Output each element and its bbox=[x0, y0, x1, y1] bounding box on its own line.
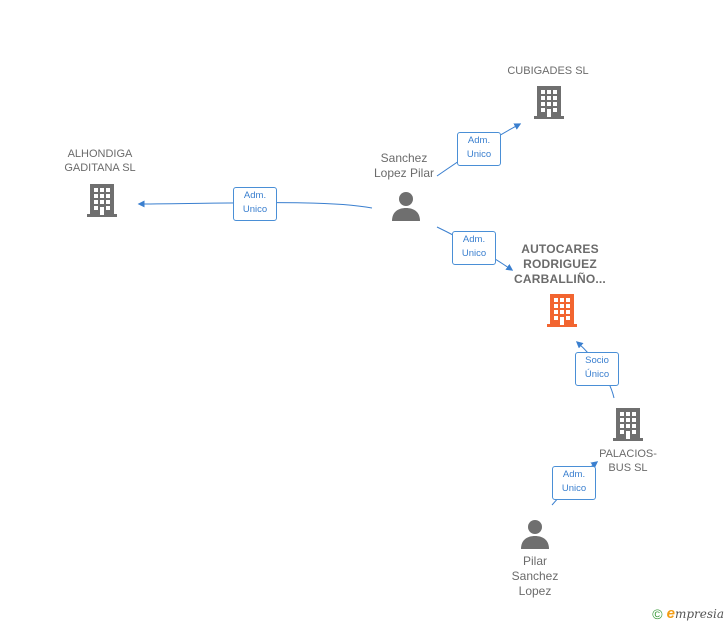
brand-name: mpresia bbox=[674, 607, 724, 621]
brand-logo: empresia bbox=[667, 605, 724, 622]
edge-label-sanchez-cubigades[interactable]: Adm. Unico bbox=[457, 132, 501, 166]
node-label-sanchez[interactable]: Sanchez Lopez Pilar bbox=[373, 151, 435, 180]
copyright-icon: © bbox=[652, 605, 663, 622]
node-label-pilar[interactable]: Pilar Sanchez Lopez bbox=[511, 554, 559, 598]
edge-line-sanchez-alhondiga bbox=[137, 200, 373, 209]
building-icon[interactable] bbox=[546, 292, 578, 328]
edge-label-text: Adm. Unico bbox=[466, 135, 492, 160]
edge-label-text: Socio Único bbox=[584, 355, 610, 380]
building-icon[interactable] bbox=[86, 182, 118, 218]
brand-initial: e bbox=[666, 605, 675, 622]
person-icon[interactable] bbox=[519, 518, 551, 550]
node-label-autocares[interactable]: AUTOCARES RODRIGUEZ CARBALLIÑO... bbox=[514, 242, 606, 286]
edge-label-text: Adm. Unico bbox=[242, 190, 268, 215]
edge-label-palacios-autocares[interactable]: Socio Único bbox=[575, 352, 619, 386]
footer-brand[interactable]: © empresia bbox=[652, 605, 724, 622]
edge-label-pilar-palacios[interactable]: Adm. Unico bbox=[552, 466, 596, 500]
edge-label-sanchez-autocares[interactable]: Adm. Unico bbox=[452, 231, 496, 265]
edge-label-sanchez-alhondiga[interactable]: Adm. Unico bbox=[233, 187, 277, 221]
person-icon[interactable] bbox=[390, 190, 422, 222]
building-icon[interactable] bbox=[612, 406, 644, 442]
node-label-cubigades[interactable]: CUBIGADES SL bbox=[507, 65, 589, 77]
node-label-palacios[interactable]: PALACIOS- BUS SL bbox=[599, 448, 657, 474]
building-icon[interactable] bbox=[533, 84, 565, 120]
edge-label-text: Adm. Unico bbox=[561, 469, 587, 494]
edge-label-text: Adm. Unico bbox=[461, 234, 487, 259]
node-label-alhondiga[interactable]: ALHONDIGA GADITANA SL bbox=[64, 148, 136, 174]
